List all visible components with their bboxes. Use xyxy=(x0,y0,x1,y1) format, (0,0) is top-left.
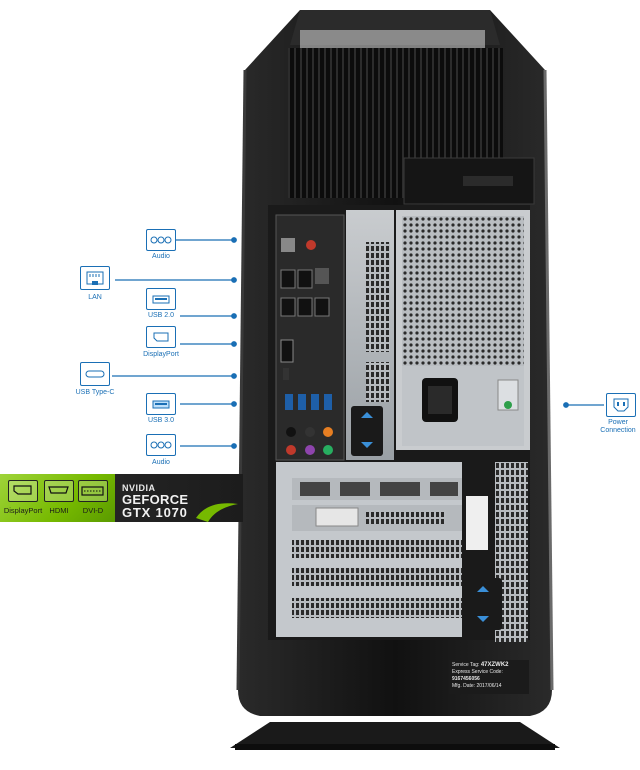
service-tag-sticker: Service Tag: 47XZWK2 Express Service Cod… xyxy=(449,660,529,694)
gpu-output-label-dvi: DVI-D xyxy=(82,506,104,515)
nvidia-swoosh-icon xyxy=(196,503,238,522)
displayport-icon xyxy=(146,326,176,348)
audio-jacks-icon xyxy=(146,229,176,251)
gpu-output-label-dp: DisplayPort xyxy=(3,506,43,515)
dvi-output-icon xyxy=(78,480,108,502)
port-label-usb3: USB 3.0 xyxy=(147,417,175,424)
nvidia-brand: NVIDIA xyxy=(122,483,156,493)
gpu-model: GTX 1070 xyxy=(122,505,188,520)
port-label-power: Power Connection xyxy=(600,419,636,434)
port-label-lan: LAN xyxy=(88,294,102,301)
usb-port-icon xyxy=(146,393,176,415)
port-label-usbc: USB Type-C xyxy=(75,389,115,396)
port-label-audio-top: Audio xyxy=(152,253,170,260)
usb-port-icon xyxy=(146,288,176,310)
express-code-label: Express Service Code: xyxy=(452,669,503,675)
hdmi-output-icon xyxy=(44,480,74,502)
gpu-output-label-hdmi: HDMI xyxy=(49,506,69,515)
usb-c-icon xyxy=(80,362,110,386)
service-tag-label: Service Tag: xyxy=(452,662,480,668)
lan-port-icon xyxy=(80,266,110,290)
port-label-usb2: USB 2.0 xyxy=(147,312,175,319)
tower-stand xyxy=(230,722,560,748)
mfg-date-value: 2017/06/14 xyxy=(476,683,502,689)
port-label-audio-bottom: Audio xyxy=(152,459,170,466)
geforce-wordmark: GEFORCE xyxy=(122,492,189,507)
gpu-output-panel xyxy=(0,474,115,522)
audio-jacks-icon xyxy=(146,434,176,456)
service-tag-value: 47XZWK2 xyxy=(480,662,509,668)
displayport-output-icon xyxy=(8,480,38,502)
port-label-displayport: DisplayPort xyxy=(143,351,179,358)
power-plug-icon xyxy=(606,393,636,417)
express-code-value: 9167456056 xyxy=(452,676,480,682)
mfg-date-label: Mfg. Date: xyxy=(452,683,476,689)
